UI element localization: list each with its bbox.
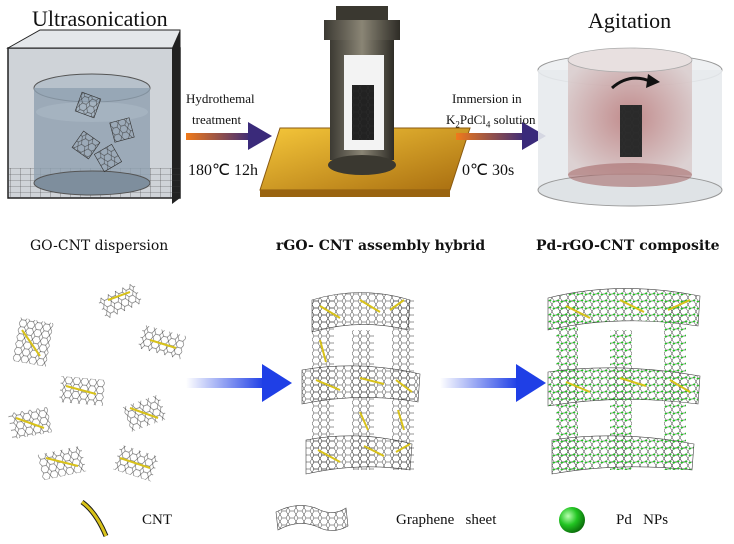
blue-arrow-2 [440, 364, 546, 402]
rgo-cnt-hybrid [301, 292, 421, 475]
go-cnt-sheets [8, 282, 187, 482]
ultrasonication-bath [6, 29, 181, 204]
stage2-label: rGO- CNT assembly hybrid [276, 238, 486, 254]
pd-rgo-cnt-composite [547, 288, 701, 475]
arrow-hydrothermal [186, 122, 272, 150]
arrow2-label-line1: Immersion in [452, 91, 522, 106]
arrow2-label-line2: K2PdCl4 solution [446, 112, 536, 130]
arrow2-condition: 0℃ 30s [462, 162, 515, 179]
arrow1-label-line1: Hydrothemal [186, 91, 255, 106]
legend-pd-label: Pd NPs [616, 512, 669, 528]
pd-legend-icon [559, 507, 585, 533]
autoclave [259, 6, 471, 197]
step3-title: Agitation [588, 8, 672, 33]
graphene-legend-icon [275, 505, 349, 531]
legend-graphene-label: Graphene sheet [396, 512, 497, 528]
arrow1-label-line2: treatment [192, 112, 242, 127]
legend-cnt-label: CNT [142, 512, 172, 528]
stage1-label: GO-CNT dispersion [30, 238, 169, 254]
arrow1-condition: 180℃ 12h [188, 162, 258, 179]
stage3-label: Pd-rGO-CNT composite [536, 238, 720, 254]
blue-arrow-1 [186, 364, 292, 402]
arrow-immersion [456, 122, 546, 150]
go-cnt-cluster [71, 91, 135, 173]
agitation-beaker [537, 47, 723, 207]
step1-title: Ultrasonication [32, 6, 168, 31]
